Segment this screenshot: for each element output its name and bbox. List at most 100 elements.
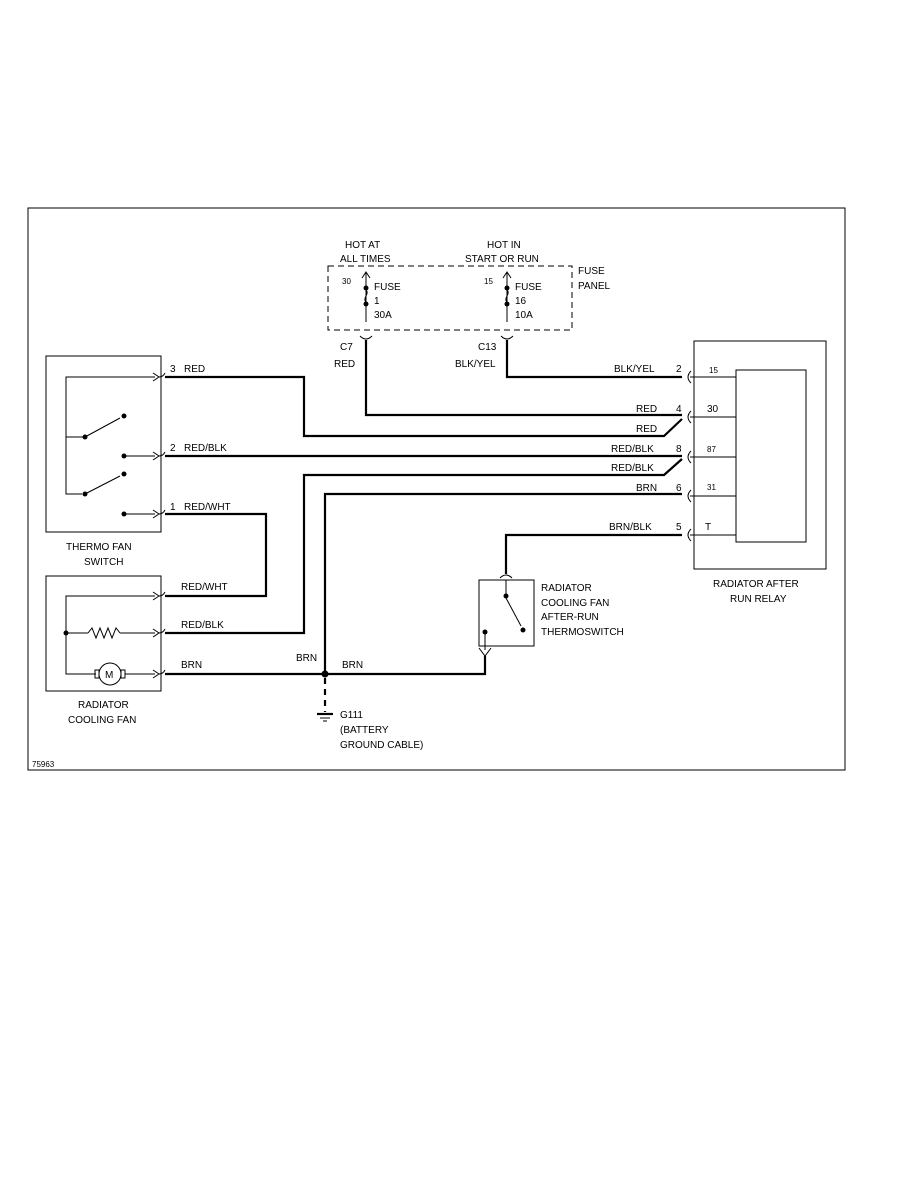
fuse16-terminal: 15 — [484, 277, 493, 286]
ground-id: G111 — [340, 710, 363, 721]
fuse16-rating: 10A — [515, 310, 533, 321]
relay-label-1: RADIATOR AFTER — [713, 579, 799, 590]
relay-pin5-number: 5 — [676, 522, 682, 533]
fuse1-wire-label: RED — [334, 359, 355, 370]
wires — [165, 340, 683, 676]
ground-g111: BRN BRN G111 (BATTERY GROUND CABLE) — [296, 653, 423, 751]
thermo-fan-switch-label-1: THERMO FAN — [66, 542, 132, 553]
relay-outer-box — [693, 340, 827, 570]
fan-wire-red-blk: RED/BLK — [181, 620, 224, 631]
fuse16-dot-top — [504, 285, 510, 291]
thermo-switch-arm-upper — [84, 417, 121, 438]
figure-id: 75963 — [32, 760, 55, 769]
thermo-pin3-arrow — [152, 372, 166, 382]
relay-pin8-connector — [687, 450, 692, 464]
fuse1-dot-top — [363, 285, 369, 291]
fuse1-connector-label: C7 — [340, 342, 353, 353]
thermo-switch-arm-lower — [84, 475, 121, 495]
fuse1-number: 1 — [374, 296, 380, 307]
relay-pin6-connector — [687, 489, 692, 503]
relay-pin5-connector — [687, 528, 692, 542]
relay-pin5-wire: BRN/BLK — [609, 522, 652, 533]
thermoswitch-label-1: RADIATOR — [541, 583, 592, 594]
fuse1-element — [364, 289, 368, 303]
thermoswitch-top-connector — [499, 574, 513, 579]
hot-at-label: HOT AT — [345, 240, 380, 251]
fuse16-element — [505, 289, 509, 303]
wire-brn-blk-relay-to-thermoswitch — [504, 533, 682, 574]
wire-red-thermo-to-relay — [165, 375, 683, 438]
fan-resistor — [87, 626, 121, 640]
fuse-panel-label-1: FUSE — [578, 266, 605, 277]
wire-blk-yel-fuse-to-relay — [505, 340, 682, 379]
relay-pin4-number: 4 — [676, 404, 682, 415]
fuse16-label: FUSE — [515, 282, 542, 293]
thermo-pin3-wire: RED — [184, 364, 205, 375]
relay-terminal-t: T — [705, 522, 711, 533]
thermo-fan-switch-label-2: SWITCH — [84, 557, 123, 568]
wire-red-wht-thermo-to-fan — [165, 512, 268, 598]
diagram-frame — [27, 207, 846, 771]
thermo-fan-switch-box — [45, 355, 162, 533]
wire-red-fuse-to-relay — [364, 340, 682, 417]
thermo-switch-contact-lower — [121, 471, 127, 477]
wire-brn-fan-to-thermoswitch — [165, 656, 487, 676]
fuse1-terminal: 30 — [342, 277, 351, 286]
relay-terminal-87: 87 — [707, 445, 716, 454]
ground-wire-left-label: BRN — [296, 653, 317, 664]
thermoswitch-pivot — [503, 593, 509, 599]
relay-pin2-number: 2 — [676, 364, 682, 375]
radiator-cooling-fan-label-1: RADIATOR — [78, 700, 129, 711]
fuse1-dot-bottom — [363, 301, 369, 307]
fuse16-dot-bottom — [504, 301, 510, 307]
fuse-panel-label-2: PANEL — [578, 281, 610, 292]
relay-inner-box — [735, 369, 807, 543]
relay-pin4-connector — [687, 410, 692, 424]
relay-terminal-15: 15 — [709, 366, 718, 375]
thermo-fan-switch-common — [65, 376, 155, 495]
ground-label-1: (BATTERY — [340, 725, 389, 736]
ground-label-2: GROUND CABLE) — [340, 740, 423, 751]
relay-pin4-wire-2: RED — [636, 424, 657, 435]
fuse1-label: FUSE — [374, 282, 401, 293]
relay-pin8-wire-2: RED/BLK — [611, 463, 654, 474]
fan-junction-dot — [63, 630, 69, 636]
thermo-pin3-number: 3 — [170, 364, 176, 375]
fuse16-number: 16 — [515, 296, 527, 307]
relay-terminal-31: 31 — [707, 483, 716, 492]
relay-pin8-number: 8 — [676, 444, 682, 455]
fan-pin-arrow-3 — [152, 669, 166, 679]
ground-splice-dot — [321, 670, 329, 678]
fuse1-connector — [359, 335, 373, 340]
fuse16-connector-label: C13 — [478, 342, 497, 353]
thermoswitch-contact-right — [520, 627, 526, 633]
radiator-cooling-fan: RADIATOR COOLING FAN M RED/WHT RED/BLK B… — [45, 575, 228, 726]
relay-pin4-wire: RED — [636, 404, 657, 415]
thermo-switch-contact-upper — [121, 413, 127, 419]
thermo-pin1-wire: RED/WHT — [184, 502, 231, 513]
relay-pin2-connector — [687, 370, 692, 384]
fan-pin-arrow-1 — [152, 591, 166, 601]
fuse16-connector — [500, 335, 514, 340]
thermo-pin1-number: 1 — [170, 502, 176, 513]
thermo-pin2-arrow — [152, 451, 166, 461]
relay-pin6-number: 6 — [676, 483, 682, 494]
thermo-pin2-wire: RED/BLK — [184, 443, 227, 454]
relay-terminal-30: 30 — [707, 404, 719, 415]
fan-wire-brn: BRN — [181, 660, 202, 671]
fan-wire-red-wht: RED/WHT — [181, 582, 228, 593]
thermo-fan-switch: THERMO FAN SWITCH 3 RED 2 RED/BLK 1 RED/… — [45, 355, 231, 568]
after-run-thermoswitch: RADIATOR COOLING FAN AFTER-RUN THERMOSWI… — [478, 574, 624, 657]
thermoswitch-label-4: THERMOSWITCH — [541, 627, 624, 638]
relay-pin6-wire: BRN — [636, 483, 657, 494]
radiator-cooling-fan-label-2: COOLING FAN — [68, 715, 136, 726]
relay-pin2-wire: BLK/YEL — [614, 364, 655, 375]
all-times-label: ALL TIMES — [340, 254, 391, 265]
thermo-pin2-number: 2 — [170, 443, 176, 454]
thermo-pin1-arrow — [152, 509, 166, 519]
wire-brn-relay-to-ground — [323, 492, 682, 674]
fan-pin-arrow-2 — [152, 628, 166, 638]
thermoswitch-label-3: AFTER-RUN — [541, 612, 599, 623]
motor-symbol: M — [105, 670, 113, 681]
